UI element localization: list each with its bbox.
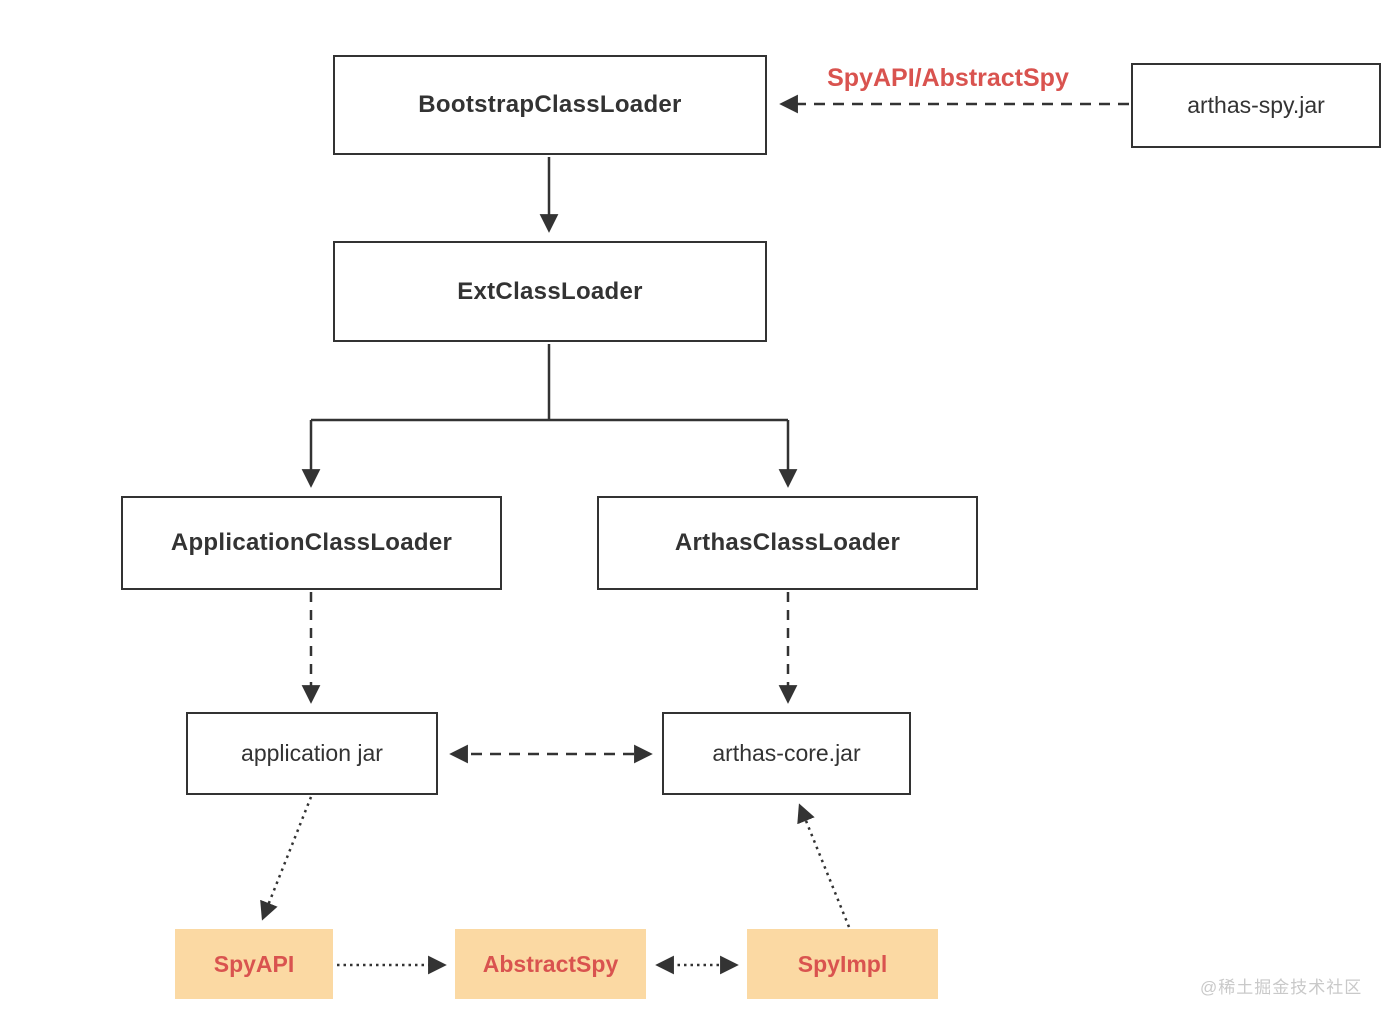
node-bootstrap-classloader: BootstrapClassLoader [333, 55, 767, 155]
node-abstract-spy: AbstractSpy [455, 929, 646, 999]
node-application-jar: application jar [186, 712, 438, 795]
node-spy-impl: SpyImpl [747, 929, 938, 999]
node-spy-api: SpyAPI [175, 929, 333, 999]
node-arthas-spy-jar: arthas-spy.jar [1131, 63, 1381, 148]
edge-label-spyapi-abstractspy: SpyAPI/AbstractSpy [827, 64, 1069, 92]
node-ext-classloader: ExtClassLoader [333, 241, 767, 342]
watermark-juejin: @稀土掘金技术社区 [1200, 978, 1363, 997]
node-arthas-classloader: ArthasClassLoader [597, 496, 978, 590]
edge-ext-branch [311, 344, 788, 422]
node-arthas-core-jar: arthas-core.jar [662, 712, 911, 795]
node-application-classloader: ApplicationClassLoader [121, 496, 502, 590]
edge-appjar-to-spyapi [260, 796, 313, 921]
edge-spyimpl-to-corejar [797, 803, 851, 928]
